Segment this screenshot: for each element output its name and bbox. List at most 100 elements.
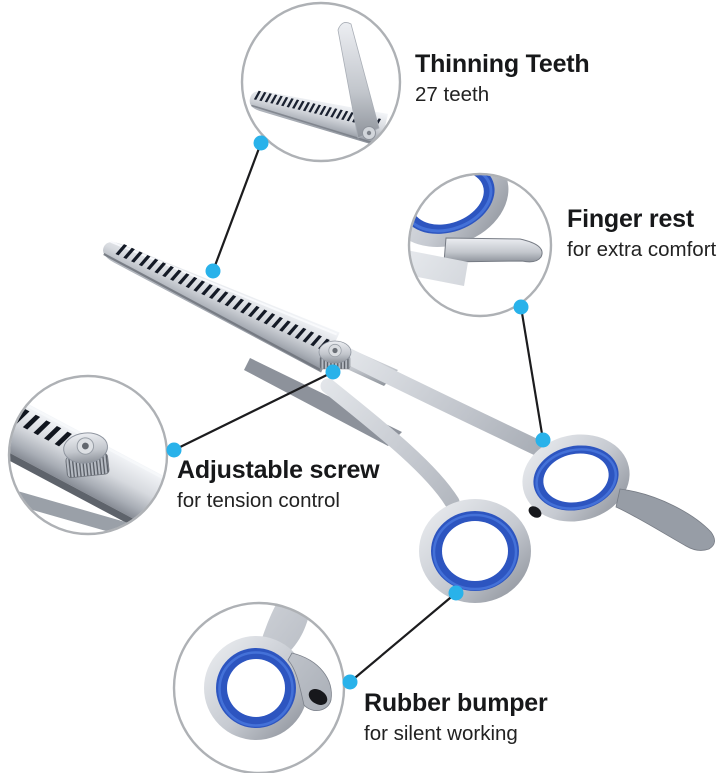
- mini-plain-blade: [337, 22, 380, 139]
- dot-thumb-ring: [448, 585, 464, 601]
- tooth-bar: [270, 94, 278, 104]
- tooth-bar: [232, 298, 245, 310]
- leader-line-finger-rest: [519, 306, 545, 441]
- callout-circle-rubber-bumper: [172, 601, 346, 773]
- tooth-bar: [297, 100, 305, 110]
- thinning-blade: [103, 240, 340, 373]
- mini-teeth-row: [253, 90, 382, 128]
- label-thinning-teeth-title: Thinning Teeth: [415, 50, 590, 78]
- dot-thinning-circle: [253, 135, 269, 151]
- marker-dots: [166, 135, 551, 690]
- leader-lines: [173, 142, 545, 683]
- dot-screw: [325, 364, 341, 380]
- tooth-bar: [264, 93, 272, 103]
- tooth-bar: [201, 284, 213, 296]
- dot-finger-circle: [513, 299, 529, 315]
- tooth-bar: [131, 251, 143, 263]
- finger-ring: [522, 434, 630, 522]
- tooth-bar: [330, 108, 338, 118]
- tooth-bar: [271, 316, 283, 329]
- dot-bumper-circle: [342, 674, 358, 690]
- label-adjustable-screw-title: Adjustable screw: [177, 456, 380, 484]
- tooth-bar: [44, 425, 62, 441]
- zoom-finger-rest-bar: [443, 237, 543, 263]
- zoom-screw: [63, 432, 110, 479]
- tooth-bar: [341, 110, 349, 121]
- label-finger-rest-subtitle: for extra comfort: [567, 237, 717, 261]
- thumb-ring: [419, 499, 531, 603]
- finger-rest-tang: [615, 488, 715, 551]
- plain-blade-edge: [244, 358, 402, 446]
- dot-screw-circle: [166, 442, 182, 458]
- tooth-bar: [10, 403, 19, 419]
- tooth-bar: [240, 302, 252, 314]
- tooth-bar: [279, 320, 291, 332]
- tooth-bar: [138, 255, 151, 267]
- tooth-bar: [281, 97, 289, 107]
- label-thinning-teeth: Thinning Teeth 27 teeth: [415, 50, 590, 107]
- mini-thinning-blade: [249, 90, 389, 148]
- label-finger-rest-title: Finger rest: [567, 205, 694, 233]
- tooth-bar: [146, 258, 159, 270]
- tooth-bar: [324, 107, 332, 117]
- tooth-bar: [162, 265, 174, 278]
- tooth-bar: [177, 273, 190, 285]
- rubber-bumper-main: [528, 506, 542, 518]
- callout-circle-thinning-teeth: [240, 1, 402, 163]
- tooth-bar: [115, 244, 128, 256]
- label-adjustable-screw-subtitle: for tension control: [177, 488, 340, 512]
- tooth-bar: [308, 103, 316, 113]
- label-thinning-teeth-subtitle: 27 teeth: [415, 82, 490, 106]
- label-adjustable-screw: Adjustable screw for tension control: [177, 456, 380, 513]
- tooth-bar: [247, 305, 260, 318]
- tooth-bar: [294, 327, 307, 339]
- zoom-thumb-ring: [204, 636, 308, 740]
- leader-line-screw: [173, 371, 334, 451]
- tooth-bar: [263, 313, 276, 325]
- tooth-bar: [123, 247, 135, 260]
- tooth-bar: [22, 414, 41, 430]
- leader-line-thinning: [211, 142, 263, 272]
- upper-shank: [340, 348, 546, 456]
- tooth-bar: [346, 112, 354, 122]
- tooth-bar: [54, 431, 72, 447]
- tooth-bar: [335, 109, 343, 119]
- tooth-bar: [275, 95, 283, 105]
- label-rubber-bumper-title: Rubber bumper: [364, 689, 548, 717]
- leader-line-bumper: [349, 592, 457, 683]
- dot-thinning-blade: [205, 263, 221, 279]
- callout-circle-adjustable-screw: [0, 374, 169, 536]
- tooth-bar: [253, 90, 261, 100]
- zoom-lower-blade-edge: [10, 486, 166, 533]
- tooth-bar: [319, 105, 327, 116]
- zoom-rubber-bumper: [308, 689, 328, 705]
- tooth-bar: [224, 295, 237, 307]
- tooth-bar: [255, 309, 268, 321]
- tooth-bar: [209, 287, 221, 299]
- tooth-bar: [216, 291, 229, 303]
- thinning-teeth-row: [115, 244, 330, 350]
- tooth-bar: [302, 331, 315, 343]
- main-scissors: [103, 240, 715, 603]
- tooth-bar: [310, 334, 322, 347]
- tooth-bar: [170, 269, 182, 281]
- tooth-bar: [286, 98, 294, 108]
- tooth-bar: [259, 91, 267, 102]
- label-rubber-bumper-subtitle: for silent working: [364, 721, 518, 745]
- tooth-bar: [286, 324, 299, 336]
- tooth-bar: [33, 420, 51, 436]
- label-rubber-bumper: Rubber bumper for silent working: [364, 689, 548, 746]
- tooth-bar: [185, 276, 198, 289]
- tooth-bar: [154, 262, 167, 274]
- tooth-bar: [292, 99, 300, 109]
- lower-shank: [320, 378, 460, 510]
- tooth-bar: [0, 398, 8, 413]
- tooth-bar: [193, 280, 206, 292]
- tooth-bar: [313, 104, 321, 114]
- label-finger-rest: Finger rest for extra comfort: [567, 205, 716, 262]
- callout-circle-finger-rest: [407, 172, 553, 318]
- pivot-screw: [318, 340, 352, 370]
- tooth-bar: [302, 102, 311, 112]
